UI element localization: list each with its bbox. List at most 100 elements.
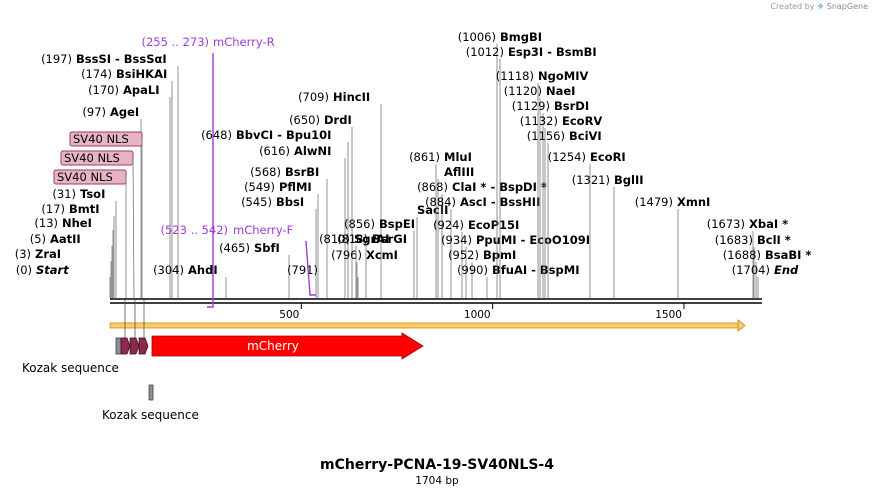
site-position: (709) <box>298 90 329 104</box>
restriction-site-label[interactable]: SbfI <box>254 241 280 255</box>
site-position: (884) <box>425 195 456 209</box>
restriction-site-label[interactable]: ApaLI <box>123 83 160 97</box>
site-position: (0) <box>16 263 32 277</box>
restriction-site-label[interactable]: BsrGI <box>372 232 407 246</box>
restriction-site-label[interactable]: BssSI - BssSαI <box>76 52 167 66</box>
restriction-site-label[interactable]: BclI * <box>757 233 791 247</box>
mcherry-feature-label: mCherry <box>247 339 299 353</box>
primer-arrow-mcherry-f[interactable] <box>305 240 316 296</box>
site-position: (868) <box>417 180 448 194</box>
restriction-site-label[interactable]: NheI <box>62 216 92 230</box>
restriction-site-label[interactable]: AflIII <box>444 165 474 179</box>
restriction-site-label[interactable]: Start <box>36 263 69 277</box>
site-position: (174) <box>81 67 112 81</box>
restriction-site-label[interactable]: PflMI <box>279 180 312 194</box>
site-position: (5) <box>30 232 46 246</box>
kozak-feature-block[interactable] <box>148 384 154 401</box>
site-position: (810) <box>319 232 350 246</box>
site-position: (924) <box>433 218 464 232</box>
restriction-site-label[interactable]: BmtI <box>69 202 100 216</box>
snapgene-credit: Created by ❖ SnapGene <box>770 2 868 11</box>
restriction-site-label[interactable]: MluI <box>444 150 472 164</box>
restriction-site-label[interactable]: AlwNI <box>294 144 331 158</box>
site-position: (17) <box>41 202 65 216</box>
restriction-site-label[interactable]: NgoMIV <box>538 69 588 83</box>
restriction-site-label[interactable]: BspEI <box>379 217 415 231</box>
site-position: (1688) <box>723 248 761 262</box>
restriction-site-label[interactable]: XbaI * <box>749 217 788 231</box>
restriction-site-label[interactable]: HincII <box>333 90 370 104</box>
orf-arrow[interactable] <box>109 322 739 329</box>
restriction-site-label[interactable]: BciVI <box>569 129 602 143</box>
restriction-site-label[interactable]: EcoRV <box>562 114 602 128</box>
site-position: (1118) <box>496 69 534 83</box>
restriction-site-label[interactable]: BsrDI <box>554 99 589 113</box>
site-position: (97) <box>82 105 106 119</box>
site-position: (952) <box>448 248 479 262</box>
restriction-site-label[interactable]: TsoI <box>80 187 105 201</box>
site-position: (856) <box>344 217 375 231</box>
sv40-nls-leader <box>132 157 135 299</box>
sv40-nls-label: SV40 NLS <box>57 170 113 184</box>
restriction-site-label[interactable]: BbvCI - Bpu10I <box>236 128 331 142</box>
restriction-site-label[interactable]: PpuMI - EcoO109I <box>476 233 590 247</box>
site-position: (1156) <box>527 129 565 143</box>
restriction-site-label[interactable]: Esp3I - BsmBI <box>508 45 597 59</box>
restriction-site-label[interactable]: NaeI <box>546 84 575 98</box>
restriction-site-label[interactable]: BmgBI <box>500 30 542 44</box>
restriction-site-label[interactable]: AatII <box>50 232 81 246</box>
plasmid-length: 1704 bp <box>415 475 459 487</box>
site-position: (650) <box>289 113 320 127</box>
restriction-site-label[interactable]: BfuAI - BspMI <box>492 263 579 277</box>
site-position: (13) <box>34 216 58 230</box>
site-position: (818) <box>337 232 368 246</box>
site-position: (545) <box>241 195 272 209</box>
restriction-site-label[interactable]: ClaI * - BspDI * <box>452 180 547 194</box>
sv40-nls-feature-arrow[interactable] <box>129 337 140 355</box>
restriction-site-label[interactable]: BglII <box>614 173 644 187</box>
primer-arrow-mcherry-r[interactable] <box>207 53 214 308</box>
site-position: (1012) <box>466 45 504 59</box>
kozak-feature-block[interactable] <box>115 337 122 355</box>
site-position: (1129) <box>512 99 550 113</box>
site-position: (791) <box>287 263 318 277</box>
site-position: (934) <box>441 233 472 247</box>
restriction-site-label[interactable]: AhdI <box>188 263 218 277</box>
site-position: (990) <box>457 263 488 277</box>
restriction-site-label[interactable]: XcmI <box>366 248 398 262</box>
restriction-site-label[interactable]: EcoRI <box>590 150 626 164</box>
restriction-site-label[interactable]: XmnI <box>677 195 710 209</box>
site-position: (616) <box>259 144 290 158</box>
restriction-site-label[interactable]: BbsI <box>276 195 304 209</box>
credit-brand: SnapGene <box>826 2 868 11</box>
restriction-site-label[interactable]: BsiHKAI <box>116 67 167 81</box>
site-position: (549) <box>244 180 275 194</box>
site-position: (568) <box>250 165 281 179</box>
site-position: (1321) <box>572 173 610 187</box>
site-position: (1479) <box>635 195 673 209</box>
restriction-site-label[interactable]: BsrBI <box>285 165 319 179</box>
site-position: (31) <box>52 187 76 201</box>
site-position: (197) <box>41 52 72 66</box>
sv40-nls-label: SV40 NLS <box>73 132 129 146</box>
restriction-site-label[interactable]: BsaBI * <box>765 248 811 262</box>
site-position: (796) <box>331 248 362 262</box>
restriction-site-label[interactable]: AgeI <box>110 105 139 119</box>
restriction-site-label[interactable]: SgrAI <box>354 232 389 246</box>
kozak-label: Kozak sequence <box>22 361 119 375</box>
credit-text: Created by <box>770 2 815 11</box>
sv40-nls-feature-arrow[interactable] <box>120 337 131 355</box>
mcherry-feature-arrow[interactable] <box>151 332 424 360</box>
primer-range: (255 .. 273) <box>142 35 210 49</box>
sv40-nls-label: SV40 NLS <box>64 151 120 165</box>
restriction-site-label[interactable]: DrdI <box>324 113 352 127</box>
sv40-nls-feature-arrow[interactable] <box>138 337 149 355</box>
restriction-site-label[interactable]: End <box>774 263 799 277</box>
restriction-site-label[interactable]: ZraI <box>35 247 61 261</box>
restriction-site-label[interactable]: SacII <box>417 203 448 217</box>
site-position: (1006) <box>458 30 496 44</box>
site-position: (648) <box>201 128 232 142</box>
site-position: (1683) <box>715 233 753 247</box>
restriction-site-label[interactable]: EcoP15I <box>468 218 519 232</box>
